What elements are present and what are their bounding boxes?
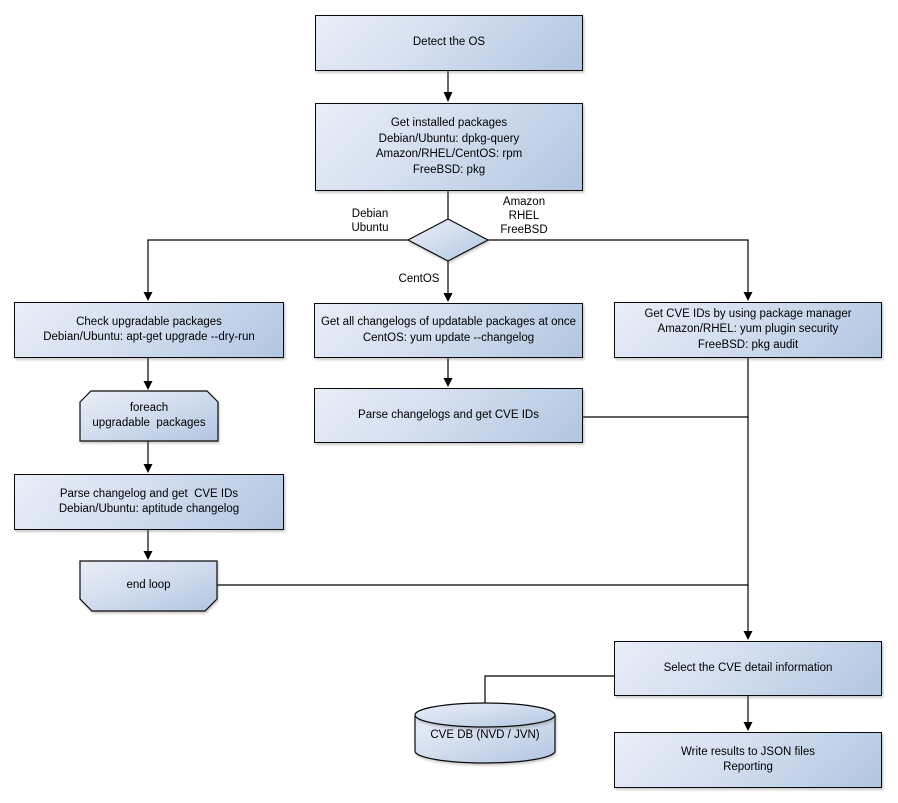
arrow-into-parse-changelogs	[443, 378, 453, 387]
node-get-installed-packages: Get installed packages Debian/Ubuntu: dp…	[315, 103, 583, 191]
node-check-upgradable: Check upgradable packages Debian/Ubuntu:…	[14, 302, 284, 358]
cve-db-cylinder-top	[414, 702, 556, 728]
edge-decision-to-get-cve-ids	[488, 239, 749, 294]
node-parse-changelog-deb-label: Parse changelog and get CVE IDs Debian/U…	[58, 487, 240, 516]
node-get-cve-ids-pkg-mgr: Get CVE IDs by using package manager Ama…	[614, 302, 882, 358]
node-write-results-label: Write results to JSON files Reporting	[681, 745, 815, 774]
arrowheads	[143, 92, 753, 731]
os-decision-diamond	[406, 218, 490, 262]
arrow-into-get-all-changelogs	[443, 293, 453, 302]
arrow-into-installed	[443, 92, 453, 102]
node-write-results: Write results to JSON files Reporting	[614, 732, 882, 788]
foreach-loop-shape	[79, 390, 219, 442]
edge-label-amazon-rhel-freebsd: Amazon RHEL FreeBSD	[500, 196, 548, 236]
end-loop-shape	[79, 560, 218, 612]
node-get-installed-packages-label: Get installed packages Debian/Ubuntu: dp…	[375, 117, 523, 176]
node-check-upgradable-label: Check upgradable packages Debian/Ubuntu:…	[43, 315, 255, 344]
arrow-into-get-cve-ids	[743, 292, 753, 301]
edge-decision-to-check-upgradable	[147, 239, 408, 294]
edge-label-centos: CentOS	[398, 273, 440, 285]
arrow-into-select-cve	[743, 631, 753, 640]
arrow-into-write-results	[743, 722, 753, 731]
edges	[147, 71, 749, 724]
node-detect-os: Detect the OS	[315, 15, 583, 71]
edge-label-debian-ubuntu: Debian Ubuntu	[351, 208, 389, 234]
cve-db-cylinder-body	[414, 715, 556, 764]
arrow-into-check-upgradable	[143, 292, 153, 301]
node-detect-os-label: Detect the OS	[412, 36, 486, 49]
arrow-into-foreach	[143, 381, 153, 390]
node-parse-changelogs-centos-label: Parse changelogs and get CVE IDs	[358, 408, 539, 421]
node-get-cve-ids-pkg-mgr-label: Get CVE IDs by using package manager Ama…	[644, 307, 852, 351]
node-get-all-changelogs-label: Get all changelogs of updatable packages…	[320, 316, 577, 344]
node-select-cve-detail: Select the CVE detail information	[614, 641, 882, 696]
node-parse-changelog-deb: Parse changelog and get CVE IDs Debian/U…	[14, 474, 284, 530]
node-parse-changelogs-centos: Parse changelogs and get CVE IDs	[314, 388, 583, 443]
node-select-cve-detail-label: Select the CVE detail information	[663, 661, 833, 674]
node-get-all-changelogs: Get all changelogs of updatable packages…	[314, 303, 583, 358]
arrow-into-end-loop	[143, 551, 153, 560]
arrow-into-parse-changelog	[143, 464, 153, 473]
edge-select-to-cvedb	[484, 675, 614, 704]
